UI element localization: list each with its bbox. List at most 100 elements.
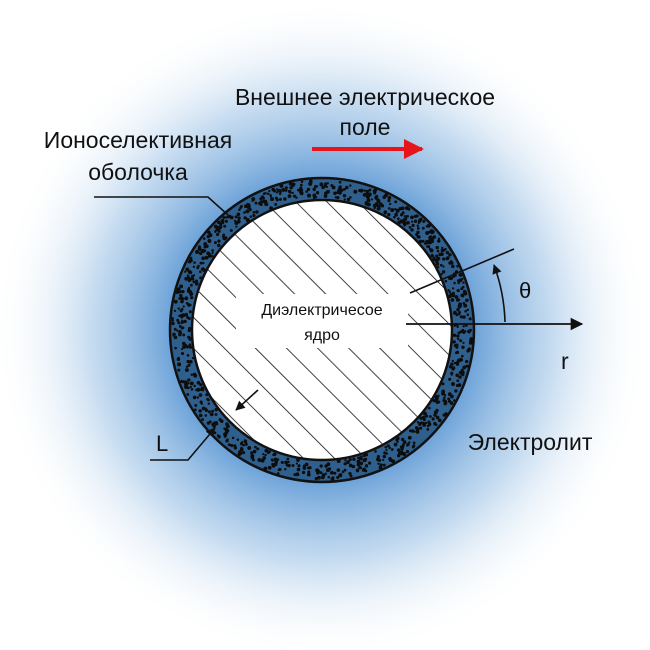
shell-dot <box>430 253 434 258</box>
shell-dot <box>236 438 240 441</box>
shell-dot <box>217 435 221 439</box>
shell-dot <box>358 465 362 470</box>
shell-dot <box>445 250 450 255</box>
shell-dot <box>406 214 409 218</box>
shell-dot <box>456 358 461 363</box>
shell-dot <box>252 449 257 454</box>
shell-dot <box>343 468 347 472</box>
shell-dot <box>188 277 192 281</box>
shell-dot <box>313 185 317 189</box>
shell-dot <box>459 339 463 343</box>
shell-dot <box>451 287 455 290</box>
shell-dot <box>187 286 191 290</box>
shell-dot <box>447 392 452 397</box>
shell-dot <box>192 395 197 400</box>
shell-dot <box>188 343 192 346</box>
shell-dot <box>223 224 227 228</box>
shell-dot <box>416 421 420 424</box>
shell-dot <box>189 381 194 386</box>
shell-dot <box>426 424 430 428</box>
shell-dot <box>425 239 430 244</box>
shell-dot <box>384 445 388 449</box>
shell-dot <box>187 382 190 385</box>
shell-dot <box>173 309 177 313</box>
shell-dot <box>364 453 369 457</box>
shell-dot <box>415 214 419 218</box>
shell-dot <box>180 347 184 351</box>
shell-dot <box>189 385 192 389</box>
shell-dot <box>194 279 198 283</box>
shell-dot <box>384 193 388 198</box>
shell-dot <box>319 182 324 187</box>
shell-dot <box>204 414 208 417</box>
shell-dot <box>414 426 419 430</box>
shell-dot <box>444 279 448 283</box>
shell-dot <box>234 215 238 219</box>
shell-dot <box>284 186 288 190</box>
field-label-line2: поле <box>340 114 391 140</box>
shell-dot <box>356 462 361 467</box>
shell-dot <box>353 189 358 194</box>
shell-dot <box>211 249 214 252</box>
shell-dot <box>188 359 193 364</box>
shell-dot <box>380 463 383 467</box>
shell-dot <box>426 245 429 248</box>
shell-dot <box>217 229 221 233</box>
shell-dot <box>435 254 439 258</box>
shell-dot <box>377 458 382 462</box>
shell-dot <box>422 220 426 224</box>
shell-dot <box>319 464 323 468</box>
shell-dot <box>241 441 244 444</box>
shell-dot <box>271 459 274 462</box>
shell-dot <box>452 333 457 338</box>
shell-dot <box>180 321 184 324</box>
shell-dot <box>460 358 464 362</box>
shell-dot <box>428 247 432 251</box>
shell-dot <box>330 184 334 187</box>
shell-dot <box>191 356 195 360</box>
shell-dot <box>407 435 412 440</box>
shell-dot <box>186 393 190 396</box>
shell-dot <box>441 382 445 386</box>
shell-dot <box>454 351 458 355</box>
shell-dot <box>417 221 421 225</box>
shell-dot <box>403 224 406 227</box>
shell-dot <box>251 454 255 458</box>
shell-dot <box>441 270 446 274</box>
shell-dot <box>385 452 388 455</box>
shell-dot <box>223 432 228 437</box>
shell-dot <box>468 349 471 352</box>
shell-dot <box>196 396 200 399</box>
shell-dot <box>435 400 439 404</box>
shell-dot <box>446 256 450 260</box>
shell-dot <box>268 189 271 193</box>
shell-dot <box>421 415 426 420</box>
shell-dot <box>315 191 320 195</box>
shell-dot <box>299 191 304 196</box>
shell-dot <box>185 365 189 368</box>
shell-dot <box>243 204 248 209</box>
shell-dot <box>345 185 349 190</box>
field-label-line1: Внешнее электрическое <box>235 84 495 110</box>
shell-dot <box>259 200 263 203</box>
shell-dot <box>203 245 207 249</box>
shell-dot <box>243 211 246 214</box>
shell-dot <box>306 472 311 477</box>
shell-dot <box>181 326 185 330</box>
shell-dot <box>306 187 311 192</box>
shell-dot <box>174 346 177 350</box>
shell-dot <box>368 188 372 192</box>
shell-dot <box>177 362 182 367</box>
shell-dot <box>393 442 398 447</box>
shell-dot <box>463 292 468 296</box>
shell-dot <box>242 451 246 455</box>
shell-dot <box>238 450 242 454</box>
shell-dot <box>456 288 460 293</box>
shell-dot <box>426 428 430 431</box>
core-label-background <box>236 294 408 348</box>
shell-dot <box>291 464 295 467</box>
shell-dot <box>447 288 450 292</box>
shell-dot <box>240 446 243 449</box>
shell-dot <box>220 419 224 424</box>
